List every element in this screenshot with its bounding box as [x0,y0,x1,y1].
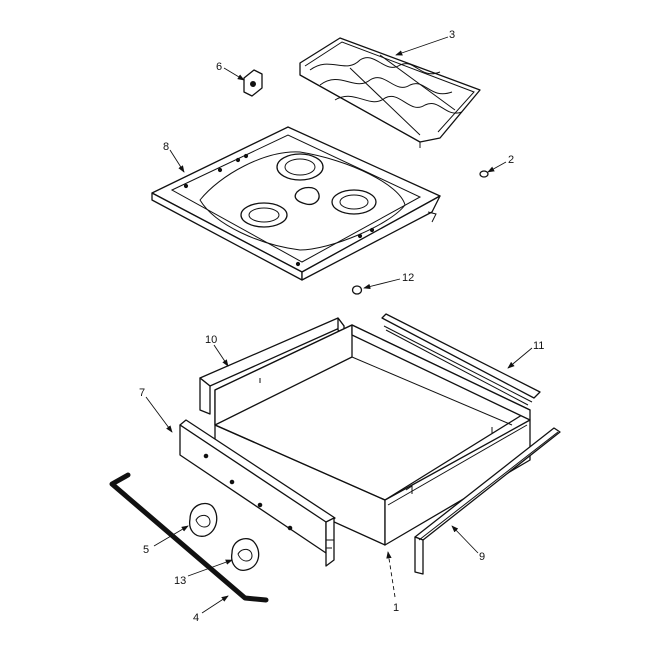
screw [479,170,489,178]
drawer-box [214,324,531,546]
control-knob-1 [189,502,218,537]
callout-11: 11 [533,340,544,352]
clip-part [243,69,263,97]
callout-2: 2 [508,154,514,166]
callout-5: 5 [143,544,149,556]
burner-opening-3 [240,202,288,228]
callout-6: 6 [216,61,222,73]
callout-13: 13 [174,575,186,587]
callout-labels: 1 2 3 4 5 6 7 8 9 10 11 12 13 [139,29,544,624]
leader-lines [145,36,533,614]
callout-10: 10 [205,334,217,346]
right-side-trim [381,313,541,406]
small-screw [351,285,363,295]
burner-opening-2 [331,189,377,215]
burner-grate [299,37,481,148]
control-knob-2 [231,538,260,571]
callout-8: 8 [163,141,169,153]
front-trim-right [414,427,561,575]
control-panel [179,419,336,567]
callout-1: 1 [393,602,399,614]
left-side-trim [199,317,345,415]
callout-3: 3 [449,29,455,41]
callout-7: 7 [139,387,145,399]
callout-4: 4 [193,612,199,624]
callout-9: 9 [479,551,485,563]
callout-12: 12 [402,272,414,284]
cooktop [151,126,441,281]
burner-opening-1 [276,153,324,181]
gasket [109,472,269,603]
